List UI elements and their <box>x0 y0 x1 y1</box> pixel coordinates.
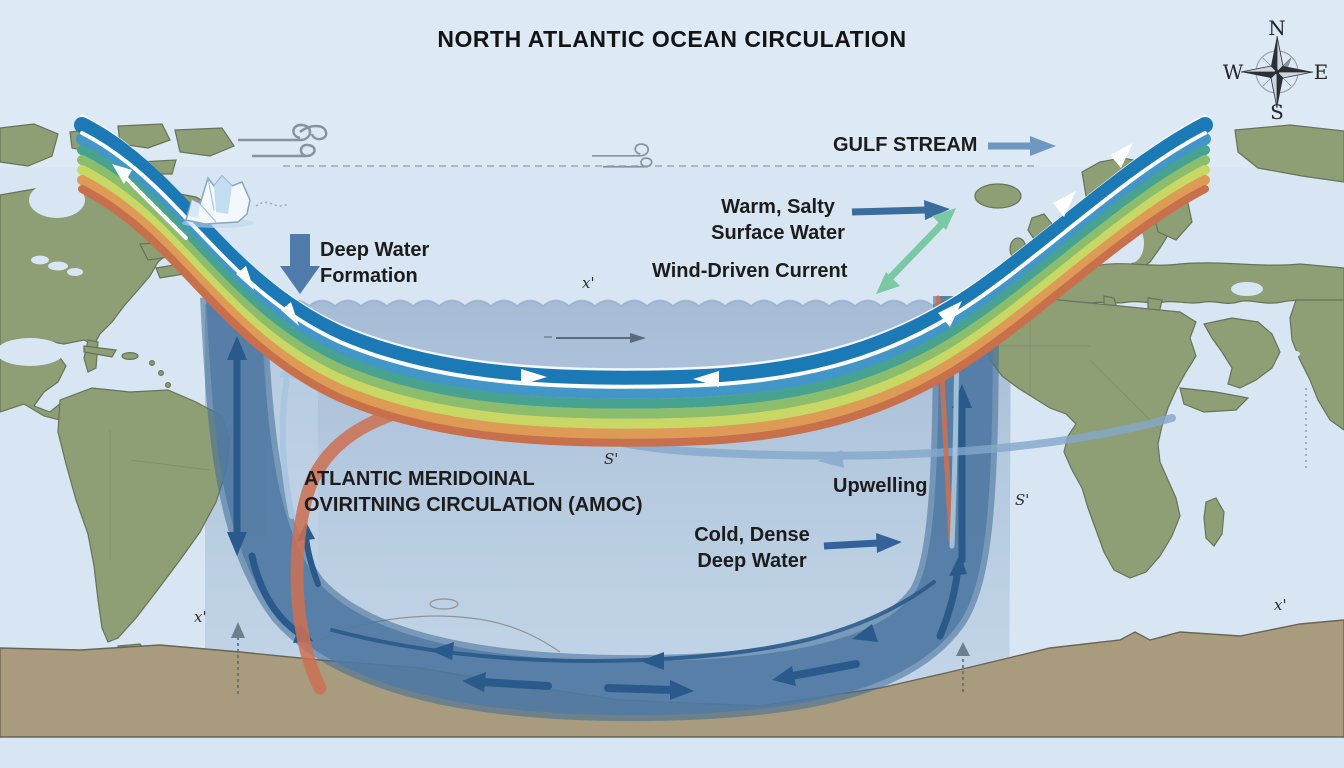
compass-east-label: E <box>1313 60 1329 84</box>
iceberg-icon <box>182 174 289 228</box>
annotation-mark: x' <box>1274 596 1287 614</box>
label-wind-driven: Wind-Driven Current <box>652 260 848 282</box>
minor-annotation-arrows <box>231 333 1307 694</box>
compass-west-label: W <box>1222 60 1244 84</box>
label-cold-dense: Cold, Dense Deep Water <box>694 524 810 572</box>
seafloor <box>0 619 1344 738</box>
annotation-mark: S' <box>1015 491 1030 509</box>
inland-seas <box>0 182 1300 392</box>
warm-salty-arrow-icon <box>851 200 950 220</box>
label-deep-water-formation: Deep Water Formation <box>320 239 430 287</box>
label-warm-salty: Warm, Salty Surface Water <box>711 196 845 244</box>
wind-driven-double-arrow-icon <box>876 208 956 294</box>
deep-loop-arrows <box>227 336 972 700</box>
ocean-surface-wave-line <box>204 299 1012 308</box>
gulf-stream-arrow-icon <box>988 136 1056 156</box>
label-gulf-stream: GULF STREAM <box>833 134 978 156</box>
label-upwelling: Upwelling <box>833 475 928 497</box>
annotation-mark: x' <box>582 274 595 292</box>
label-amoc: ATLANTIC MERIDOINAL OVIRITNING CIRCULATI… <box>304 468 643 516</box>
cold-dense-arrow-icon <box>823 533 902 553</box>
annotation-mark: S' <box>604 450 619 468</box>
deep-water-formation-arrow-icon <box>280 234 320 294</box>
surface-band-arrows <box>236 143 1133 387</box>
compass-north-label: N <box>1268 16 1286 40</box>
country-borders <box>109 300 1161 560</box>
coastal-branch-arrow <box>112 164 188 240</box>
page-title: NORTH ATLANTIC OCEAN CIRCULATION <box>437 26 907 52</box>
compass-south-label: S <box>1270 100 1284 124</box>
annotation-mark: x' <box>194 608 207 626</box>
wind-icon <box>238 123 328 158</box>
compass-rose-icon <box>1240 35 1314 109</box>
